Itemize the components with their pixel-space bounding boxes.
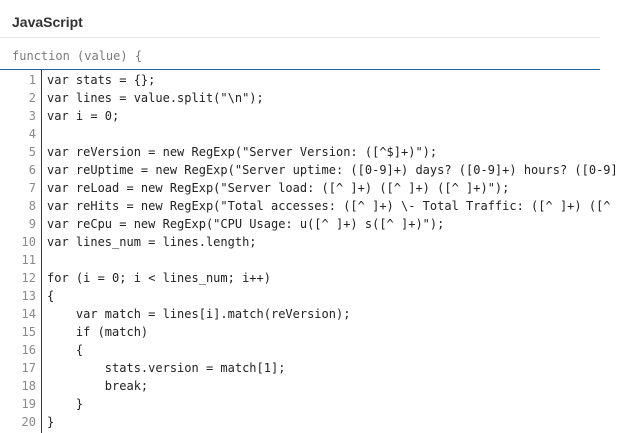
code-line[interactable]: 7 var reLoad = new RegExp("Server load: (… (0, 179, 600, 197)
code-text[interactable]: var reLoad = new RegExp("Server load: ([… (47, 181, 510, 195)
code-line[interactable]: 14 var match = lines[i].match(reVersion)… (0, 305, 600, 323)
line-number: 2 (28, 91, 36, 105)
code-line[interactable]: 8 var reHits = new RegExp("Total accesses… (0, 197, 611, 215)
code-line[interactable]: 12 for (i = 0; i < lines_num; i++) (0, 269, 600, 287)
code-text[interactable]: var lines = value.split("\n"); (47, 91, 264, 105)
code-line[interactable]: 19 } (0, 395, 600, 413)
code-text[interactable]: var match = lines[i].match(reVersion); (47, 307, 351, 321)
code-line[interactable]: 13 { (0, 287, 600, 305)
line-number: 4 (28, 127, 36, 141)
code-text[interactable]: var i = 0; (47, 109, 120, 123)
line-number: 7 (28, 181, 36, 195)
header-divider (0, 37, 600, 38)
line-number: 17 (21, 361, 36, 375)
code-line[interactable]: 20} (0, 413, 600, 431)
line-number: 10 (21, 235, 36, 249)
code-text[interactable]: } (47, 397, 84, 411)
code-text[interactable]: var stats = {}; (47, 73, 156, 87)
code-text[interactable]: stats.version = match[1]; (47, 361, 286, 375)
line-number: 15 (21, 325, 36, 339)
code-editor[interactable]: 1 var stats = {}; 2 var lines = value.spli… (0, 69, 618, 433)
code-line[interactable]: 2 var lines = value.split("\n"); (0, 89, 600, 107)
line-number: 14 (21, 307, 36, 321)
line-number-gutter (0, 70, 42, 433)
code-line[interactable]: 5 var reVersion = new RegExp("Server Vers… (0, 143, 600, 161)
code-line[interactable]: 6 var reUptime = new RegExp("Server uptim… (0, 161, 618, 179)
code-lines[interactable]: 1 var stats = {}; 2 var lines = value.spli… (0, 71, 618, 431)
editor-title: JavaScript (12, 14, 83, 30)
code-line[interactable]: 10 var lines_num = lines.length; (0, 233, 600, 251)
code-text[interactable]: var reCpu = new RegExp("CPU Usage: u([^ … (47, 217, 445, 231)
line-number: 3 (28, 109, 36, 123)
line-number: 6 (28, 163, 36, 177)
code-text[interactable]: var lines_num = lines.length; (47, 235, 257, 249)
line-number: 8 (28, 199, 36, 213)
code-text[interactable]: if (match) (47, 325, 149, 339)
line-number: 11 (21, 253, 36, 267)
line-number: 19 (21, 397, 36, 411)
code-line[interactable]: 16 { (0, 341, 600, 359)
line-number: 18 (21, 379, 36, 393)
code-text[interactable]: { (47, 343, 84, 357)
line-number: 20 (21, 415, 36, 429)
line-number: 13 (21, 289, 36, 303)
code-text[interactable]: break; (47, 379, 149, 393)
line-number: 5 (28, 145, 36, 159)
code-text[interactable]: } (47, 415, 55, 429)
code-text[interactable]: var reHits = new RegExp("Total accesses:… (47, 199, 611, 213)
code-line[interactable]: 9 var reCpu = new RegExp("CPU Usage: u([^… (0, 215, 600, 233)
line-number: 12 (21, 271, 36, 285)
function-signature: function (value) { (12, 49, 143, 63)
code-text[interactable]: var reVersion = new RegExp("Server Versi… (47, 145, 438, 159)
code-text[interactable]: for (i = 0; i < lines_num; i++) (47, 271, 271, 285)
line-number: 1 (28, 73, 36, 87)
code-text[interactable]: { (47, 289, 55, 303)
code-line[interactable]: 3 var i = 0; (0, 107, 600, 125)
code-line[interactable]: 18 break; (0, 377, 600, 395)
code-line[interactable]: 4 (0, 125, 600, 143)
code-line[interactable]: 11 (0, 251, 600, 269)
line-number: 16 (21, 343, 36, 357)
code-text[interactable]: var reUptime = new RegExp("Server uptime… (47, 163, 618, 177)
code-line[interactable]: 15 if (match) (0, 323, 600, 341)
code-line[interactable]: 17 stats.version = match[1]; (0, 359, 600, 377)
code-line[interactable]: 1 var stats = {}; (0, 71, 600, 89)
line-number: 9 (28, 217, 36, 231)
